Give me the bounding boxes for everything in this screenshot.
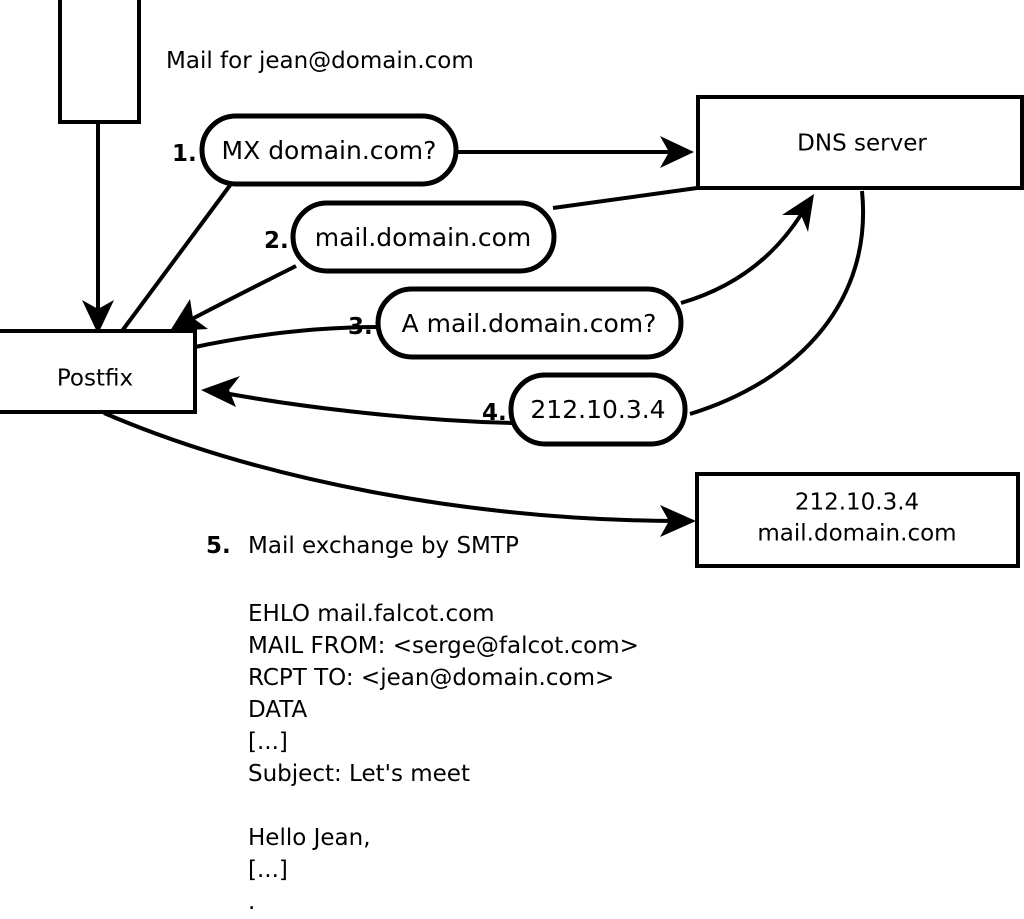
step-1-number: 1. (172, 141, 197, 167)
arrowhead-icon (660, 505, 696, 537)
edge-step3-postfix-to-dns (194, 194, 814, 349)
node-dns-label: DNS server (797, 131, 927, 157)
node-sender-box[interactable] (58, 0, 141, 124)
step-4-number: 4. (482, 400, 507, 426)
smtp-line-5: Subject: Let's meet (248, 761, 470, 787)
step-1-label: MX domain.com? (222, 136, 437, 165)
step-5-number: 5. (206, 533, 231, 559)
step-3-number: 3. (348, 314, 373, 340)
smtp-line-4: [...] (248, 729, 288, 755)
smtp-line-3: DATA (248, 697, 308, 723)
node-target-host: mail.domain.com (757, 521, 956, 547)
step-2-number: 2. (264, 228, 289, 254)
node-dns-box[interactable]: DNS server (696, 95, 1024, 190)
edge-step1-postfix-to-dns (120, 136, 694, 333)
arrowhead-icon (82, 300, 114, 334)
edge-step2-dns-to-postfix (170, 186, 698, 331)
edge-sender-to-postfix (82, 122, 114, 334)
step-3-label: A mail.domain.com? (402, 309, 657, 338)
step-2-label: mail.domain.com (315, 223, 531, 252)
step-2-pill[interactable]: mail.domain.com (290, 200, 557, 274)
mail-for-caption: Mail for jean@domain.com (166, 48, 474, 74)
arrowhead-icon (201, 376, 240, 407)
step-4-pill[interactable]: 212.10.3.4 (508, 372, 688, 447)
arrowhead-icon (660, 136, 694, 168)
step-4-label: 212.10.3.4 (530, 395, 665, 424)
node-postfix-label: Postfix (57, 366, 133, 392)
smtp-line-0: EHLO mail.falcot.com (248, 601, 495, 627)
node-target-ip: 212.10.3.4 (795, 490, 919, 516)
edge-step4-dns-to-postfix (201, 190, 866, 425)
step-5-label: Mail exchange by SMTP (248, 533, 519, 559)
arrowhead-icon (170, 299, 208, 331)
smtp-line-9: . (248, 889, 255, 915)
step-3-pill[interactable]: A mail.domain.com? (375, 286, 684, 360)
smtp-line-7: Hello Jean, (248, 825, 371, 851)
node-postfix-box[interactable]: Postfix (0, 329, 197, 414)
node-target-box[interactable]: 212.10.3.4 mail.domain.com (695, 472, 1020, 568)
arrowhead-icon (782, 194, 814, 232)
step-1-pill[interactable]: MX domain.com? (199, 113, 459, 187)
smtp-line-1: MAIL FROM: <serge@falcot.com> (248, 633, 639, 659)
smtp-line-2: RCPT TO: <jean@domain.com> (248, 665, 614, 691)
smtp-line-8: [...] (248, 857, 288, 883)
edge-step5-postfix-to-target (103, 411, 696, 537)
